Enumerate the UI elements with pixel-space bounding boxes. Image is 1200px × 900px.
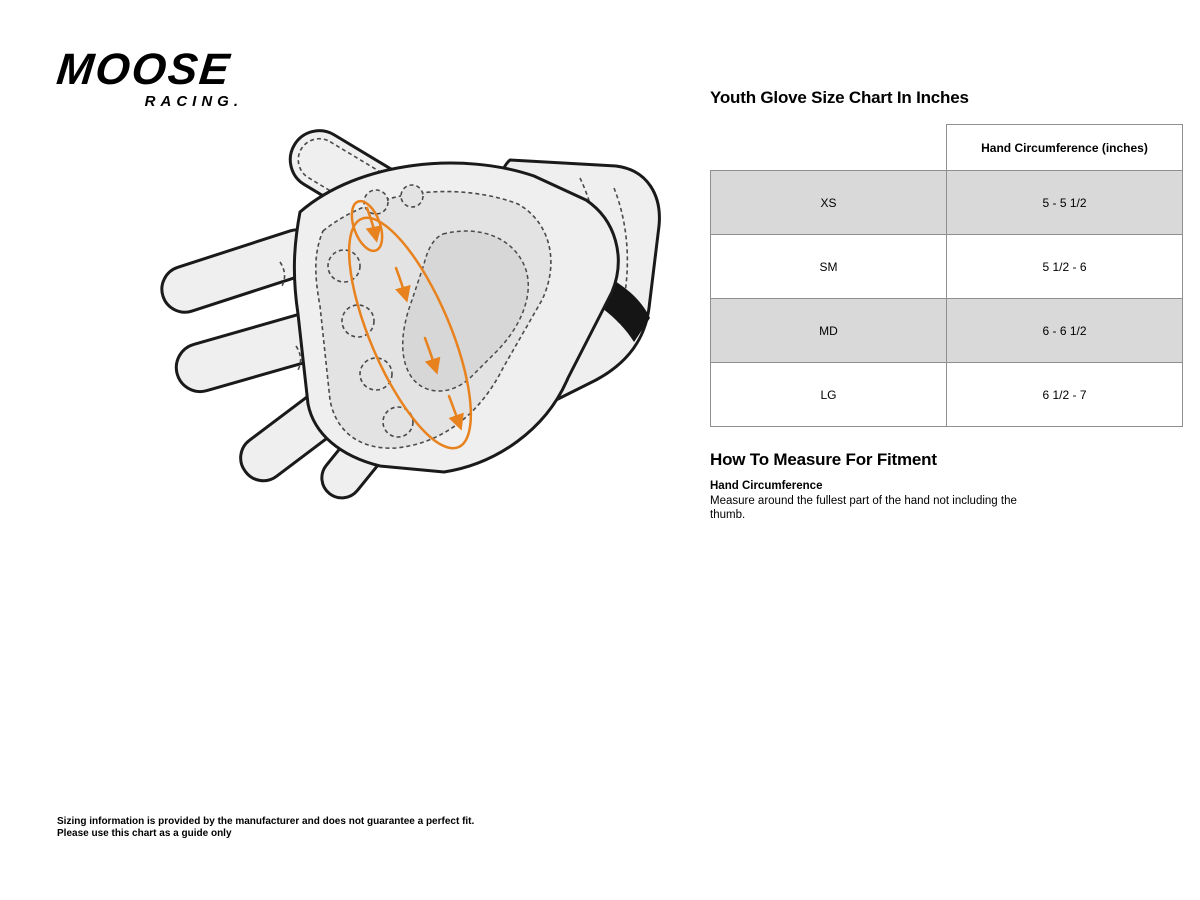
size-value: 6 1/2 - 7 <box>946 362 1183 427</box>
table-corner-cell <box>710 124 947 171</box>
how-to-measure-section: How To Measure For Fitment Hand Circumfe… <box>710 450 1032 522</box>
column-header-hand-circumference: Hand Circumference (inches) <box>946 124 1183 171</box>
table-row-md: MD 6 - 6 1/2 <box>710 298 1183 363</box>
measurement-overlay <box>347 199 473 450</box>
measure-arrow <box>365 206 382 243</box>
size-label: LG <box>710 362 947 427</box>
size-label: XS <box>710 170 947 235</box>
disclaimer-line-2: Please use this chart as a guide only <box>57 828 232 839</box>
size-chart-title: Youth Glove Size Chart In Inches <box>710 88 969 107</box>
glove-palm <box>292 161 620 474</box>
logo-subtext: RACING. <box>144 93 243 110</box>
size-chart-table: Hand Circumference (inches) XS 5 - 5 1/2… <box>710 124 1183 427</box>
table-row-xs: XS 5 - 5 1/2 <box>710 170 1183 235</box>
measure-arrow <box>394 266 411 303</box>
size-label: SM <box>710 234 947 299</box>
size-value: 5 1/2 - 6 <box>946 234 1183 299</box>
measure-arrow <box>423 336 441 375</box>
disclaimer-line-1: Sizing information is provided by the ma… <box>57 816 475 827</box>
table-header-row: Hand Circumference (inches) <box>710 124 1183 171</box>
hand-circumference-subheading: Hand Circumference <box>710 480 823 492</box>
size-value: 6 - 6 1/2 <box>946 298 1183 363</box>
table-row-lg: LG 6 1/2 - 7 <box>710 362 1183 427</box>
how-to-measure-title: How To Measure For Fitment <box>710 450 937 469</box>
measure-instructions-text: Measure around the fullest part of the h… <box>710 495 1017 521</box>
logo-wordmark: MOOSE <box>54 45 234 94</box>
size-value: 5 - 5 1/2 <box>946 170 1183 235</box>
size-label: MD <box>710 298 947 363</box>
table-row-sm: SM 5 1/2 - 6 <box>710 234 1183 299</box>
moose-racing-logo: MOOSE RACING. <box>54 45 249 110</box>
glove-measurement-diagram <box>160 129 661 500</box>
measure-arrow <box>447 394 464 431</box>
disclaimer: Sizing information is provided by the ma… <box>57 816 474 840</box>
